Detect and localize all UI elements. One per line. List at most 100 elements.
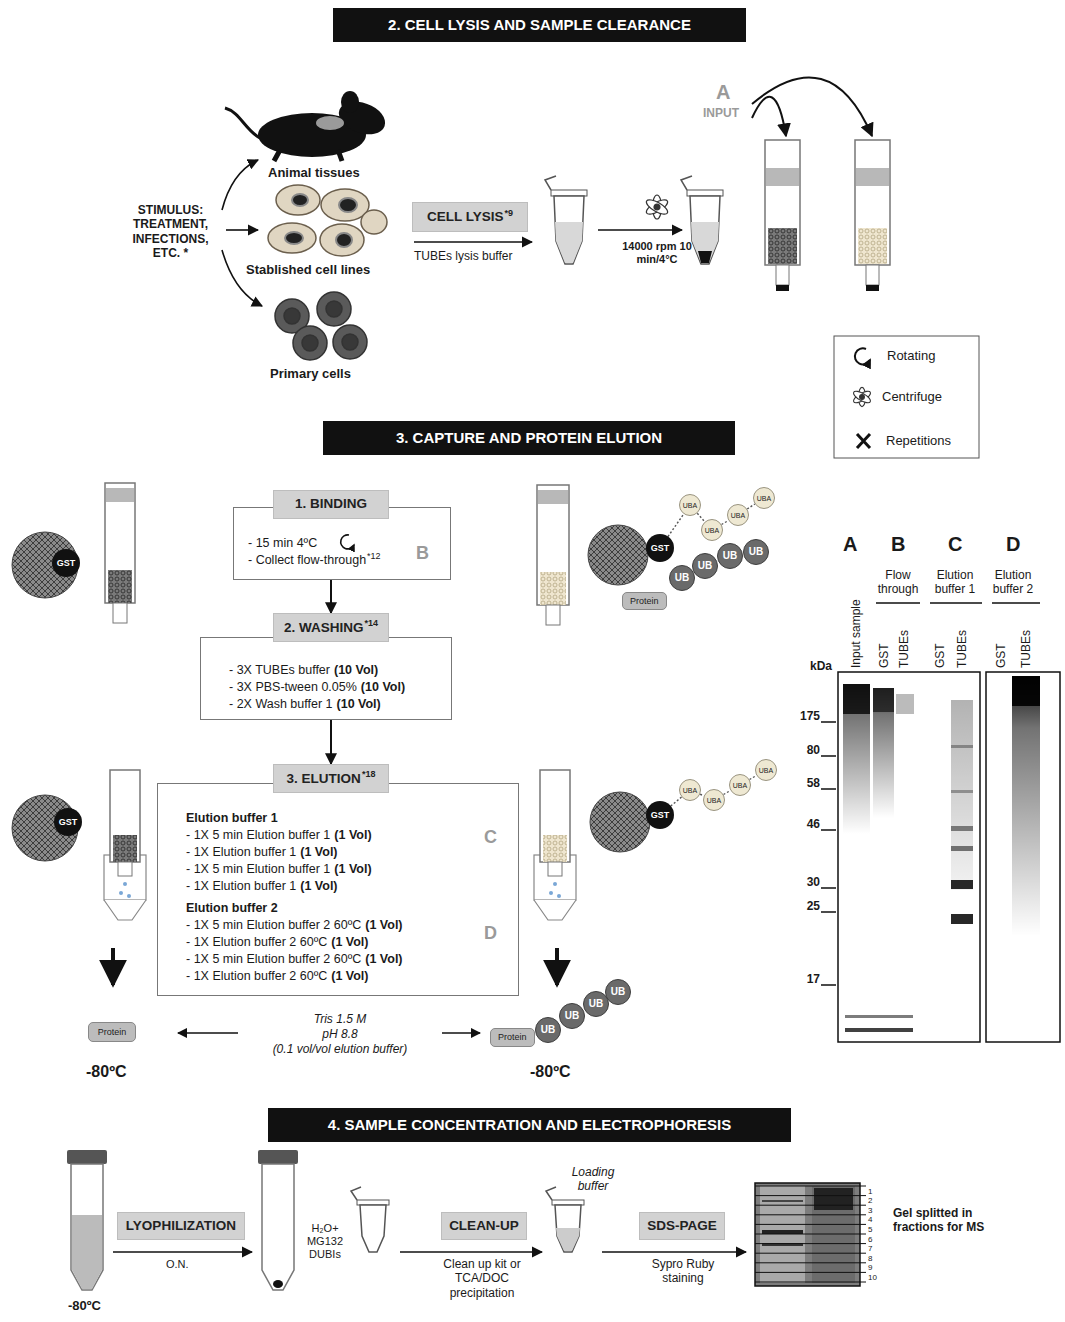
sample-label: Animal tissues	[268, 165, 360, 181]
binding-column-gst	[105, 483, 135, 603]
western-blot	[951, 826, 973, 831]
protein: Protein	[622, 592, 667, 610]
node-label: - 3X PBS-tween 0.05%	[229, 680, 357, 694]
western-blot	[951, 880, 973, 889]
western-blot	[986, 672, 1060, 1042]
fraction-number: 1	[868, 1187, 872, 1196]
stained-gel	[755, 1186, 866, 1282]
node-label: - 1X Elution buffer 2 60ºC	[186, 935, 327, 949]
text-row: LYOPHILIZATION	[126, 1218, 236, 1234]
node-label: UB	[565, 1010, 579, 1021]
text-row: UBA	[759, 767, 773, 774]
marker-size: 25	[786, 899, 820, 913]
lane-label: TUBEs	[955, 630, 969, 668]
uba-domain: UBA	[679, 494, 701, 516]
node-label: (10 Vol)	[361, 680, 405, 694]
falcon-tube	[71, 1164, 103, 1290]
node-label: 2. CELL LYSIS AND SAMPLE CLEARANCE	[388, 16, 691, 33]
elution-column-tubes	[548, 862, 562, 876]
text-row: - 3X PBS-tween 0.05% (10 Vol)	[229, 679, 405, 696]
text-row: - 15 min 4ºC	[248, 535, 317, 552]
primary-cells	[284, 308, 300, 324]
linker-line	[697, 513, 704, 521]
step-box: Elution buffer 1- 1X 5 min Elution buffe…	[157, 783, 519, 996]
falcon-tube-pellet	[262, 1164, 294, 1290]
reagent-note: H₂O+ MG132 DUBIs	[300, 1222, 350, 1262]
node-label: GST	[57, 558, 76, 568]
primary-cells	[293, 326, 327, 360]
node-label: (1 Vol)	[331, 935, 368, 949]
eppendorf-tube	[351, 1187, 361, 1200]
legend-box	[860, 395, 865, 400]
western-blot	[876, 602, 1040, 603]
node-label: - Collect flow-through	[248, 553, 366, 567]
western-blot	[821, 722, 836, 985]
duration-note: O.N.	[166, 1258, 189, 1271]
node-label: - 1X Elution buffer 1	[186, 879, 296, 893]
lane-letter: D	[1006, 532, 1020, 556]
stained-gel	[762, 1230, 803, 1234]
western-blot	[951, 700, 973, 890]
falcon-tube	[72, 1215, 102, 1289]
process-arrow	[113, 1251, 252, 1253]
storage-temp: -80ºC	[68, 1298, 101, 1314]
buffer-note: Loading buffer	[562, 1165, 624, 1194]
elution-column-gst	[104, 900, 146, 920]
fraction-number: 9	[868, 1263, 872, 1272]
cell-line-cells	[361, 210, 387, 234]
eppendorf-tube	[555, 222, 583, 263]
elution-column-gst	[113, 835, 137, 862]
legend-box	[857, 434, 870, 448]
node-label: UB	[675, 572, 689, 583]
method-note: Sypro Ruby staining	[638, 1257, 728, 1286]
western-blot	[1012, 676, 1040, 936]
gel-note: Gel splitted in fractions for MS	[893, 1206, 1015, 1235]
marker-size: 175	[786, 709, 820, 723]
lane-letter: C	[948, 532, 962, 556]
text-row: - Collect flow-through*12	[248, 552, 381, 569]
uba-domain: UBA	[703, 789, 725, 811]
fraction-number: 4	[868, 1215, 872, 1224]
text-row: Elution buffer 2	[186, 900, 278, 917]
node-label: (1 Vol)	[300, 845, 337, 859]
text-row: - 1X 5 min Elution buffer 2 60ºC(1 Vol)	[186, 951, 403, 968]
step-header: 2. WASHING*14	[273, 613, 389, 642]
mouse-silhouette	[316, 116, 344, 130]
lane-label: GST	[877, 643, 891, 668]
spin-column-gst	[776, 265, 789, 285]
linker-line	[722, 520, 729, 524]
ubiquitin: UB	[692, 553, 718, 579]
western-blot	[838, 672, 980, 1042]
western-blot	[873, 688, 894, 712]
primary-cells	[333, 325, 367, 359]
primary-cells	[342, 334, 358, 350]
node-label: UB	[589, 998, 603, 1009]
text-row: UBA	[705, 527, 719, 534]
centrifuge-icon	[644, 195, 669, 219]
primary-cells	[317, 292, 351, 326]
sample-label: Stablished cell lines	[246, 262, 370, 278]
centrifuge-icon	[653, 195, 662, 219]
node-label: (10 Vol)	[337, 697, 381, 711]
marker-size: 17	[786, 972, 820, 986]
western-blot	[951, 914, 973, 924]
spin-column-gst	[768, 228, 797, 264]
legend-box	[852, 389, 872, 405]
text-row: - 1X Elution buffer 1(1 Vol)	[186, 878, 338, 895]
text-row: UBA	[707, 797, 721, 804]
node-label: SDS-PAGE	[647, 1218, 717, 1233]
node-label: GST	[59, 817, 78, 827]
text-row: UB	[698, 561, 712, 571]
fraction-number: 8	[868, 1254, 872, 1263]
protein: Protein	[88, 1022, 136, 1042]
text-row: - 1X Elution buffer 2 60ºC (1 Vol)	[186, 934, 369, 951]
node-label: UBA	[683, 787, 697, 794]
western-blot	[896, 694, 914, 714]
pellet-tube	[681, 176, 692, 190]
method-note: Clean up kit or TCA/DOC precipitation	[440, 1257, 524, 1300]
stimulus-note: STIMULUS: TREATMENT, INFECTIONS, ETC. *	[118, 203, 223, 261]
text-row: UB	[611, 987, 625, 997]
stimulus-arrows	[226, 229, 258, 231]
eppendorf-tube	[551, 190, 587, 196]
pellet-tube	[690, 196, 720, 264]
